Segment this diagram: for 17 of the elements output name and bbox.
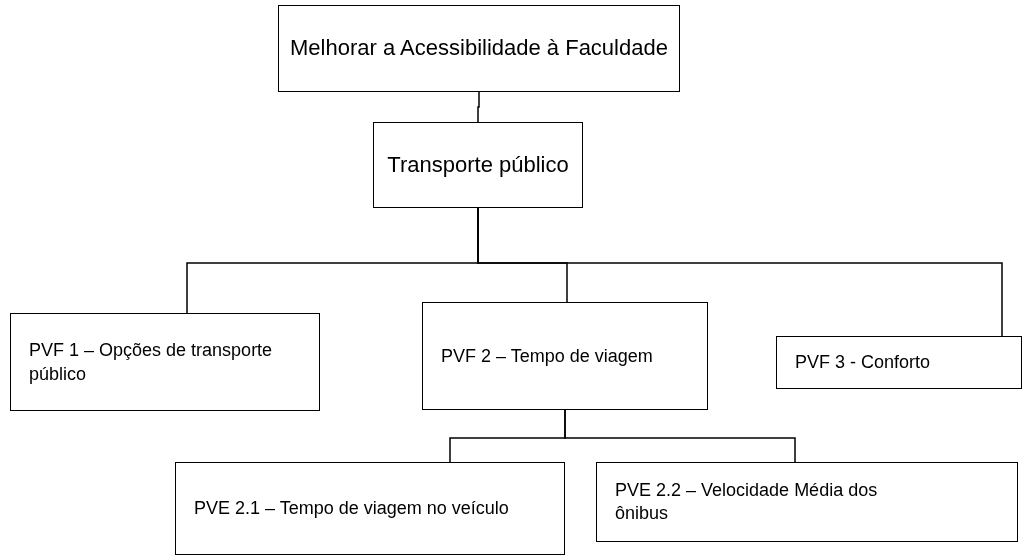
connector-line [477,207,1003,337]
process-box [373,122,583,208]
process-box [10,313,320,411]
connector-line [564,409,796,463]
box-label: PVF 2 – Tempo de viagem [441,345,654,368]
box-label: PVF 1 – Opções de transporte público [29,338,274,386]
box-label: Transporte público [387,151,569,179]
process-box [422,302,708,410]
box-label: Melhorar a Acessibilidade à Faculdade [290,35,668,62]
box-label: PVE 2.2 – Velocidade Média dos ônibus [615,478,879,525]
connector-line [477,91,480,123]
process-box [175,462,565,555]
process-box [278,5,680,92]
box-label: PVF 3 - Conforto [795,351,931,374]
process-box [776,336,1022,389]
box-label: PVE 2.1 – Tempo de viagem no veículo [194,496,510,520]
process-box [596,462,1018,542]
